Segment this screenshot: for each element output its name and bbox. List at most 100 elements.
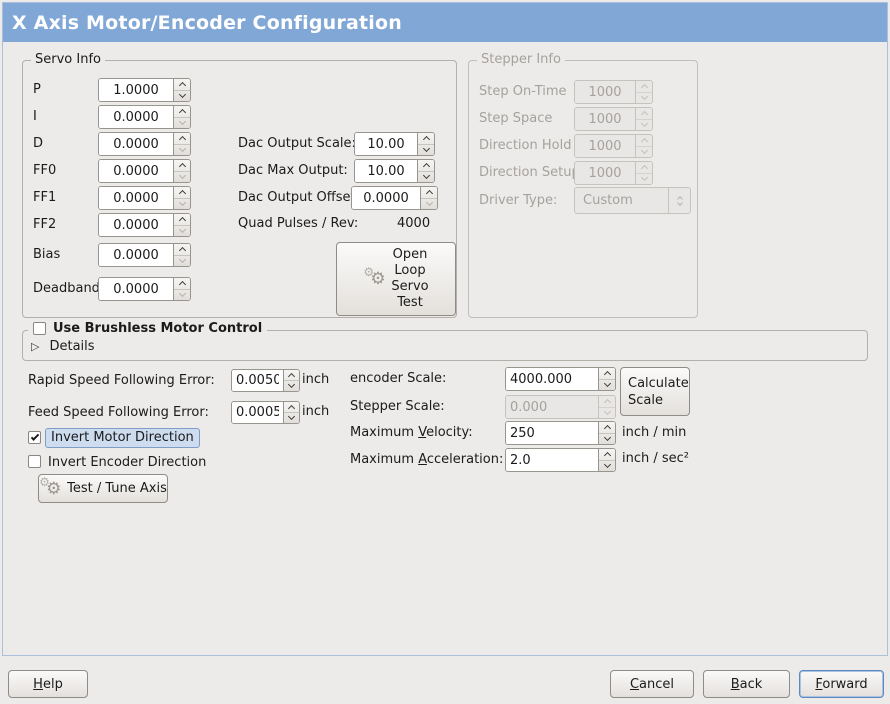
spin-up-icon[interactable]	[418, 160, 434, 172]
spin-down-icon[interactable]	[174, 144, 190, 156]
spin-up-icon	[636, 108, 652, 120]
stepper-scale-input	[506, 396, 598, 418]
calculate-scale-button[interactable]: Calculate Scale	[620, 367, 690, 416]
i-input[interactable]	[99, 106, 173, 128]
spin-down-icon[interactable]	[174, 198, 190, 210]
test-tune-axis-button[interactable]: ⚙ ⚙ Test / Tune Axis	[38, 474, 168, 503]
spin-up-icon	[636, 135, 652, 147]
step-on-time-label: Step On-Time	[479, 84, 567, 99]
i-spinbox[interactable]	[98, 105, 191, 129]
dac-output-offset-input[interactable]	[352, 187, 420, 209]
brushless-group: Use Brushless Motor Control ▷ Details	[22, 321, 868, 361]
spin-up-icon[interactable]	[174, 160, 190, 172]
spin-up-icon[interactable]	[174, 278, 190, 290]
acceleration-unit-label: inch / sec²	[622, 451, 690, 466]
cancel-button[interactable]: Cancel	[610, 670, 694, 698]
forward-button[interactable]: Forward	[799, 670, 884, 698]
spin-up-icon[interactable]	[174, 106, 190, 118]
deadband-input[interactable]	[99, 278, 173, 300]
spin-up-icon[interactable]	[174, 244, 190, 256]
dac-output-offset-label: Dac Output Offset:	[238, 190, 360, 205]
spin-up-icon[interactable]	[284, 402, 299, 413]
dac-output-scale-input[interactable]	[355, 133, 417, 155]
ff2-input[interactable]	[99, 214, 173, 236]
spin-down-icon[interactable]	[174, 255, 190, 267]
maximum-acceleration-input[interactable]	[506, 449, 598, 471]
spin-up-icon	[636, 81, 652, 93]
dac-output-scale-spinbox[interactable]	[354, 132, 435, 156]
invert-encoder-checkbox[interactable]	[28, 455, 41, 468]
spin-up-icon[interactable]	[421, 187, 437, 199]
encoder-scale-label: encoder Scale:	[350, 371, 447, 386]
d-spinbox[interactable]	[98, 132, 191, 156]
dac-max-output-spinbox[interactable]	[354, 159, 435, 183]
direction-hold-input	[575, 135, 635, 157]
spin-down-icon[interactable]	[284, 412, 299, 423]
spin-up-icon[interactable]	[174, 187, 190, 199]
feed-following-error-spinbox[interactable]	[231, 401, 300, 424]
invert-motor-label[interactable]: Invert Motor Direction	[45, 428, 200, 448]
p-spinbox[interactable]	[98, 78, 191, 102]
rapid-following-error-spinbox[interactable]	[231, 369, 300, 392]
bias-spinbox[interactable]	[98, 243, 191, 267]
direction-setup-label: Direction Setup	[479, 165, 580, 180]
maximum-velocity-spinbox[interactable]	[505, 421, 616, 445]
brushless-checkbox[interactable]	[33, 322, 46, 335]
spin-down-icon[interactable]	[418, 171, 434, 183]
maximum-velocity-input[interactable]	[506, 422, 598, 444]
back-button[interactable]: Back	[703, 670, 790, 698]
spin-down-icon[interactable]	[174, 289, 190, 301]
spin-down-icon[interactable]	[284, 380, 299, 391]
dac-output-scale-label: Dac Output Scale:	[238, 136, 356, 151]
encoder-scale-input[interactable]	[506, 368, 598, 390]
spin-up-icon[interactable]	[418, 133, 434, 145]
bias-input[interactable]	[99, 244, 173, 266]
spin-up-icon[interactable]	[174, 133, 190, 145]
spin-down-icon[interactable]	[599, 460, 615, 472]
open-loop-servo-test-button[interactable]: ⚙ ⚙ Open Loop Servo Test	[336, 242, 456, 316]
d-input[interactable]	[99, 133, 173, 155]
step-on-time-spinbox	[574, 80, 653, 104]
dac-output-offset-spinbox[interactable]	[351, 186, 438, 210]
ff2-spinbox[interactable]	[98, 213, 191, 237]
spin-down-icon[interactable]	[174, 225, 190, 237]
ff0-spinbox[interactable]	[98, 159, 191, 183]
spin-down-icon[interactable]	[174, 117, 190, 129]
invert-motor-checkbox[interactable]	[28, 431, 41, 444]
spin-down-icon[interactable]	[418, 144, 434, 156]
feed-unit-label: inch	[302, 404, 330, 419]
rapid-following-error-input[interactable]	[232, 370, 283, 391]
spin-up-icon[interactable]	[284, 370, 299, 381]
i-label: I	[33, 109, 37, 124]
direction-setup-spinbox	[574, 161, 653, 185]
ff1-input[interactable]	[99, 187, 173, 209]
maximum-acceleration-spinbox[interactable]	[505, 448, 616, 472]
details-expander[interactable]: ▷ Details	[31, 339, 95, 354]
spin-down-icon[interactable]	[174, 171, 190, 183]
invert-encoder-label[interactable]: Invert Encoder Direction	[48, 455, 207, 470]
encoder-scale-spinbox[interactable]	[505, 367, 616, 391]
p-label: P	[33, 82, 41, 97]
direction-setup-input	[575, 162, 635, 184]
help-button[interactable]: Help	[8, 670, 88, 698]
spin-down-icon[interactable]	[421, 198, 437, 210]
spin-down-icon[interactable]	[599, 379, 615, 391]
spin-up-icon[interactable]	[174, 79, 190, 91]
spin-up-icon[interactable]	[599, 368, 615, 380]
spin-down-icon	[599, 407, 615, 419]
spin-up-icon[interactable]	[599, 449, 615, 461]
spin-up-icon[interactable]	[599, 422, 615, 434]
combo-arrows-icon	[668, 188, 690, 213]
p-input[interactable]	[99, 79, 173, 101]
deadband-spinbox[interactable]	[98, 277, 191, 301]
spin-down-icon[interactable]	[174, 90, 190, 102]
spin-down-icon[interactable]	[599, 433, 615, 445]
ff1-spinbox[interactable]	[98, 186, 191, 210]
dac-max-output-input[interactable]	[355, 160, 417, 182]
ff0-input[interactable]	[99, 160, 173, 182]
spin-up-icon[interactable]	[174, 214, 190, 226]
details-label: Details	[49, 339, 95, 354]
feed-following-error-input[interactable]	[232, 402, 283, 423]
driver-type-value: Custom	[583, 193, 633, 208]
